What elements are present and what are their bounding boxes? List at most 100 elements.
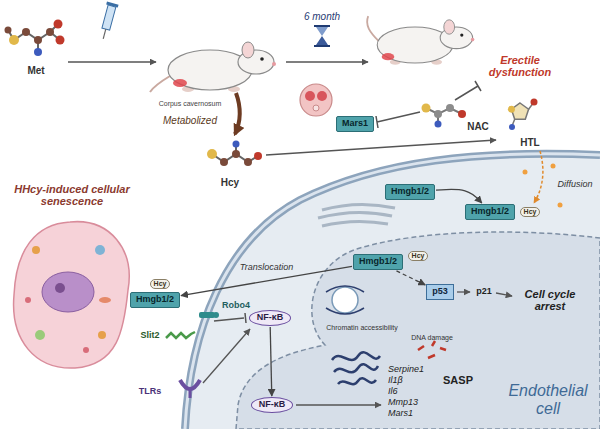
arrow-connector [270,327,272,396]
process-arrow [68,61,156,63]
methionine-molecule [8,24,60,52]
ligand-name: Slit2 [140,331,159,341]
endoplasmic-reticulum [318,204,395,226]
penis-cross-section [317,91,327,101]
htl-molecule [531,99,538,106]
gene-name: Mmp13 [388,398,418,408]
conversion-arrow [266,140,496,155]
metabolism-arrow [235,93,240,134]
protein-box: Hmgb1/2 [385,184,435,200]
process-label: DNA damage [411,334,453,342]
mouse [150,42,276,92]
mouse [444,20,455,34]
homocysteine-molecule [207,149,217,159]
outcome-label: Cell cycle arrest [514,288,586,312]
mouse [173,79,187,87]
slit2-ligand [166,332,195,338]
protein-box: Mars1 [336,116,374,132]
process-label: Chromatin accessibility [326,324,398,332]
molecule-name: HTL [520,137,539,148]
mouse [260,57,264,61]
gene-name: Mars1 [388,409,413,419]
htl-molecule [508,106,515,113]
group-label: SASP [443,374,473,386]
senescent-cell [55,283,65,293]
mouse [471,38,475,42]
methionine-molecule [46,28,54,36]
connectors [181,189,482,396]
receptor-name: Robo4 [222,301,250,311]
tlr-receptor [180,380,200,389]
outcome-label: Erectile dysfunction [487,54,553,78]
dna-damage-fragments [418,341,446,358]
panel-heading: HHcy-induced cellular senescence [8,183,136,207]
robo4-receptor [199,312,215,318]
gene-name: Serpine1 [388,365,424,375]
node-text: Mars1 [342,119,368,129]
hourglass [316,36,328,45]
inhibition-line [214,313,246,323]
transcription-factor: NF-κB [251,397,294,413]
chromatin [332,352,380,360]
htl-molecule [509,124,515,130]
senescent-cell [14,222,130,368]
anatomy-label: Corpus cavernosum [159,100,222,108]
nucleosome [326,286,364,314]
mouse [460,33,463,36]
syringe [97,2,118,41]
inhibition-line [455,81,481,100]
transcription-factor: NF-κB [249,310,292,326]
nac-molecule [422,104,431,113]
senescent-cell [99,297,111,303]
molecule-name: NAC [467,121,489,132]
methionine-molecule [9,35,19,45]
receptor-name: TLRs [139,387,162,397]
nucleosome [332,287,358,313]
protein-box: p53 [426,284,454,300]
robo4-receptor [199,312,219,318]
node-text: Hcy [412,252,425,260]
protein-box: Hmgb1/2 [130,292,180,308]
penis-cross-section [313,105,319,111]
htl-molecule [508,99,538,131]
syringe [103,29,106,39]
senescent-cell [98,331,106,339]
chromatin [332,352,380,384]
diffusion-arrow [551,164,556,169]
arrow-connector [436,189,482,203]
node-text: Hmgb1/2 [471,207,509,217]
process-label: Diffusion [557,180,592,190]
nac-molecule [434,110,442,118]
penis-cross-section [305,91,315,101]
nac-molecule [426,108,462,124]
gene-name: Il1β [388,376,403,386]
mouse [367,16,474,65]
diffusion-arrow [534,151,543,203]
penis-cross-section [300,84,332,116]
node-text: NF-κB [259,400,286,410]
mouse [377,27,453,63]
protein-name: p21 [476,287,492,297]
hourglass [314,25,330,27]
gene-name: Il6 [388,387,398,397]
chromatin [338,378,376,384]
inhibition-line [214,81,481,323]
homocysteine-molecule [233,141,240,148]
nac-molecule [446,104,454,112]
protein-box: Hmgb1/2 [353,254,403,270]
chromatin [334,364,378,372]
hourglass [314,26,330,46]
modification-tag: Hcy [520,207,541,217]
modification-tag: Hcy [150,279,171,289]
senescent-cell [95,245,105,255]
dna-damage-fragments [418,341,446,358]
edge-label: Translocation [238,263,295,273]
node-text: Hmgb1/2 [136,295,174,305]
node-text: Hmgb1/2 [391,187,429,197]
metabolism-arrow [235,93,240,134]
signal-arrow [457,291,470,292]
methionine-molecule [5,20,65,57]
